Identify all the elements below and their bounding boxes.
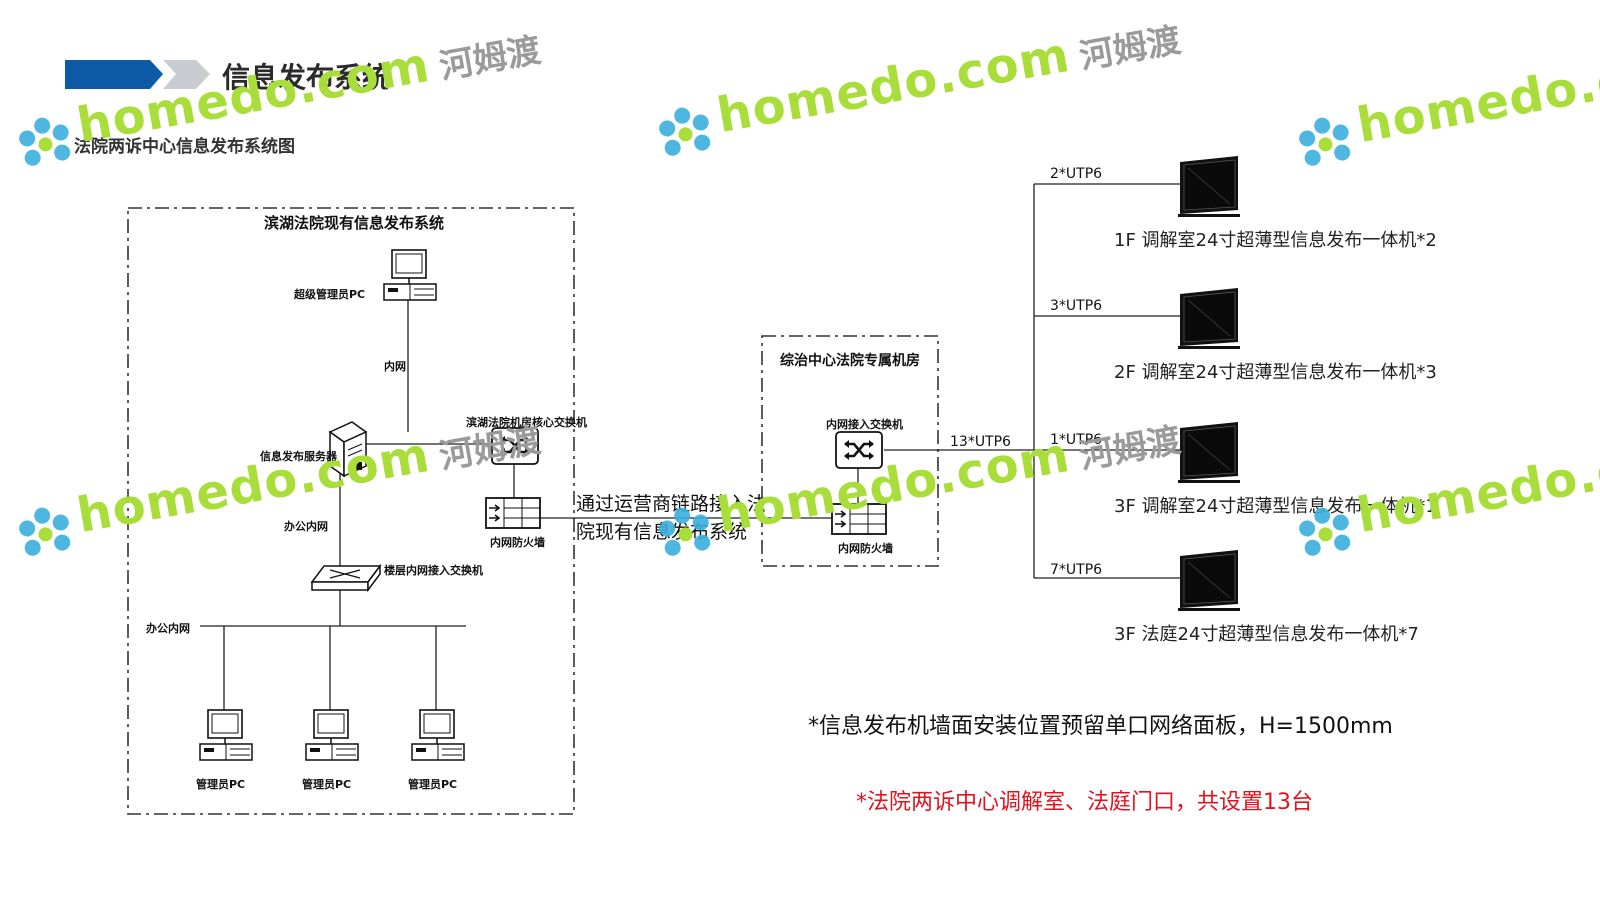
page-title: 信息发布系统 bbox=[222, 61, 391, 94]
server-label: 信息发布服务器 bbox=[260, 450, 337, 463]
left-system-box bbox=[127, 207, 575, 815]
banner-grey-arrow bbox=[163, 60, 210, 89]
cable-label-2f: 3*UTP6 bbox=[1050, 298, 1103, 314]
screen-label-2f: 2F 调解室24寸超薄型信息发布一体机*3 bbox=[1114, 362, 1437, 383]
office-intranet-label-2: 办公内网 bbox=[146, 622, 190, 635]
cable-label-1f: 2*UTP6 bbox=[1050, 166, 1103, 182]
screen-label-3f-court: 3F 法庭24寸超薄型信息发布一体机*7 bbox=[1114, 624, 1419, 645]
admin-pc-icon-2 bbox=[305, 709, 359, 761]
admin-pc-label-1: 管理员PC bbox=[196, 778, 246, 791]
count-note: *法院两诉中心调解室、法庭门口，共设置13台 bbox=[856, 790, 1313, 815]
admin-pc-icon-3 bbox=[411, 709, 465, 761]
access-switch-icon bbox=[834, 430, 884, 470]
page-subtitle: 法院两诉中心信息发布系统图 bbox=[74, 137, 295, 157]
right-firewall-label: 内网防火墙 bbox=[838, 542, 893, 555]
right-box-title: 综治中心法院专属机房 bbox=[780, 353, 920, 369]
core-switch-icon bbox=[490, 426, 540, 466]
admin-pc-label-3: 管理员PC bbox=[408, 778, 458, 791]
access-switch-label: 内网接入交换机 bbox=[826, 418, 903, 431]
super-admin-pc-label: 超级管理员PC bbox=[294, 288, 366, 301]
trunk-cable-label: 13*UTP6 bbox=[950, 434, 1011, 450]
floor-switch-icon bbox=[310, 563, 382, 593]
core-switch-label: 滨湖法院机房核心交换机 bbox=[466, 416, 587, 429]
header-banner bbox=[65, 60, 210, 89]
right-room-box bbox=[761, 335, 939, 567]
intranet-label: 内网 bbox=[384, 360, 406, 373]
screen-icon-1f bbox=[1177, 155, 1241, 218]
screen-label-1f: 1F 调解室24寸超薄型信息发布一体机*2 bbox=[1114, 230, 1437, 251]
office-intranet-label-1: 办公内网 bbox=[284, 520, 328, 533]
left-firewall-label: 内网防火墙 bbox=[490, 536, 545, 549]
banner-blue-arrow bbox=[65, 60, 163, 89]
screen-icon-3f-mediation bbox=[1177, 421, 1241, 484]
server-icon bbox=[328, 421, 368, 478]
screen-label-3f-mediation: 3F 调解室24寸超薄型信息发布一体机*1 bbox=[1114, 496, 1437, 517]
admin-pc-icon-1 bbox=[199, 709, 253, 761]
admin-pc-label-2: 管理员PC bbox=[302, 778, 352, 791]
right-firewall-icon bbox=[831, 503, 887, 535]
screen-icon-3f-court bbox=[1177, 549, 1241, 612]
left-firewall-icon bbox=[485, 497, 541, 529]
carrier-link-text: 通过运营商链路接入法院现有信息发布系统 bbox=[576, 493, 767, 543]
cable-label-3f-mediation: 1*UTP6 bbox=[1050, 432, 1103, 448]
super-admin-pc-icon bbox=[383, 249, 437, 301]
left-box-title: 滨湖法院现有信息发布系统 bbox=[264, 214, 445, 232]
cable-label-3f-court: 7*UTP6 bbox=[1050, 562, 1103, 578]
connection-lines bbox=[200, 183, 1180, 710]
install-note: *信息发布机墙面安装位置预留单口网络面板，H=1500mm bbox=[808, 714, 1393, 739]
screen-icon-2f bbox=[1177, 287, 1241, 350]
floor-switch-label: 楼层内网接入交换机 bbox=[384, 564, 483, 577]
